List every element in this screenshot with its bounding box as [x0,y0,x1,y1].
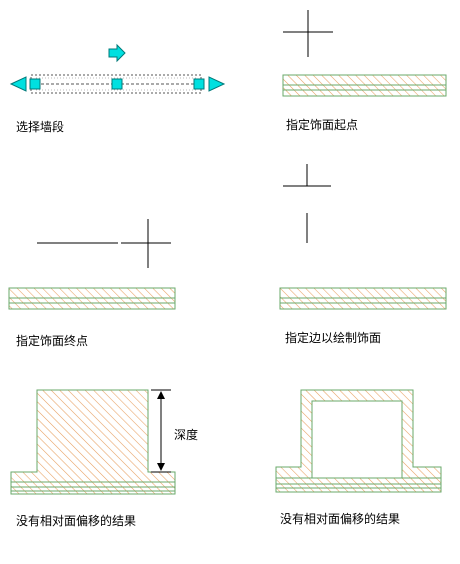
direction-arrow-icon[interactable] [108,43,126,63]
selected-wall-segment[interactable] [30,74,202,94]
start-grip-icon[interactable] [29,78,41,90]
caption-result-right: 没有相对面偏移的结果 [280,512,401,526]
wall-strip [8,287,176,310]
panel-result-solid [10,389,176,495]
right-stretch-grip-icon[interactable] [208,76,226,92]
depth-label: 深度 [174,428,199,442]
wall-strip [279,287,447,310]
mid-grip-icon[interactable] [111,78,123,90]
caption-start-point: 指定饰面起点 [286,118,359,132]
depth-dimension [151,389,171,473]
wall-strip [10,481,176,495]
caption-select-wall: 选择墙段 [16,120,65,134]
left-stretch-grip-icon[interactable] [9,76,27,92]
hollow-finish-frame [275,389,442,479]
panel-specify-side [279,164,447,310]
caption-result-left: 没有相对面偏移的结果 [16,514,137,528]
panel-end-point [8,219,176,310]
end-grip-icon[interactable] [193,78,205,90]
solid-finish-block [10,389,176,483]
panel-result-hollow [275,389,442,493]
caption-specify-side: 指定边以绘制饰面 [285,331,382,345]
panel-select-wall [9,43,226,94]
wall-strip [282,74,447,97]
caption-end-point: 指定饰面终点 [16,334,89,348]
panel-start-point [282,10,447,97]
wall-strip [275,477,442,493]
